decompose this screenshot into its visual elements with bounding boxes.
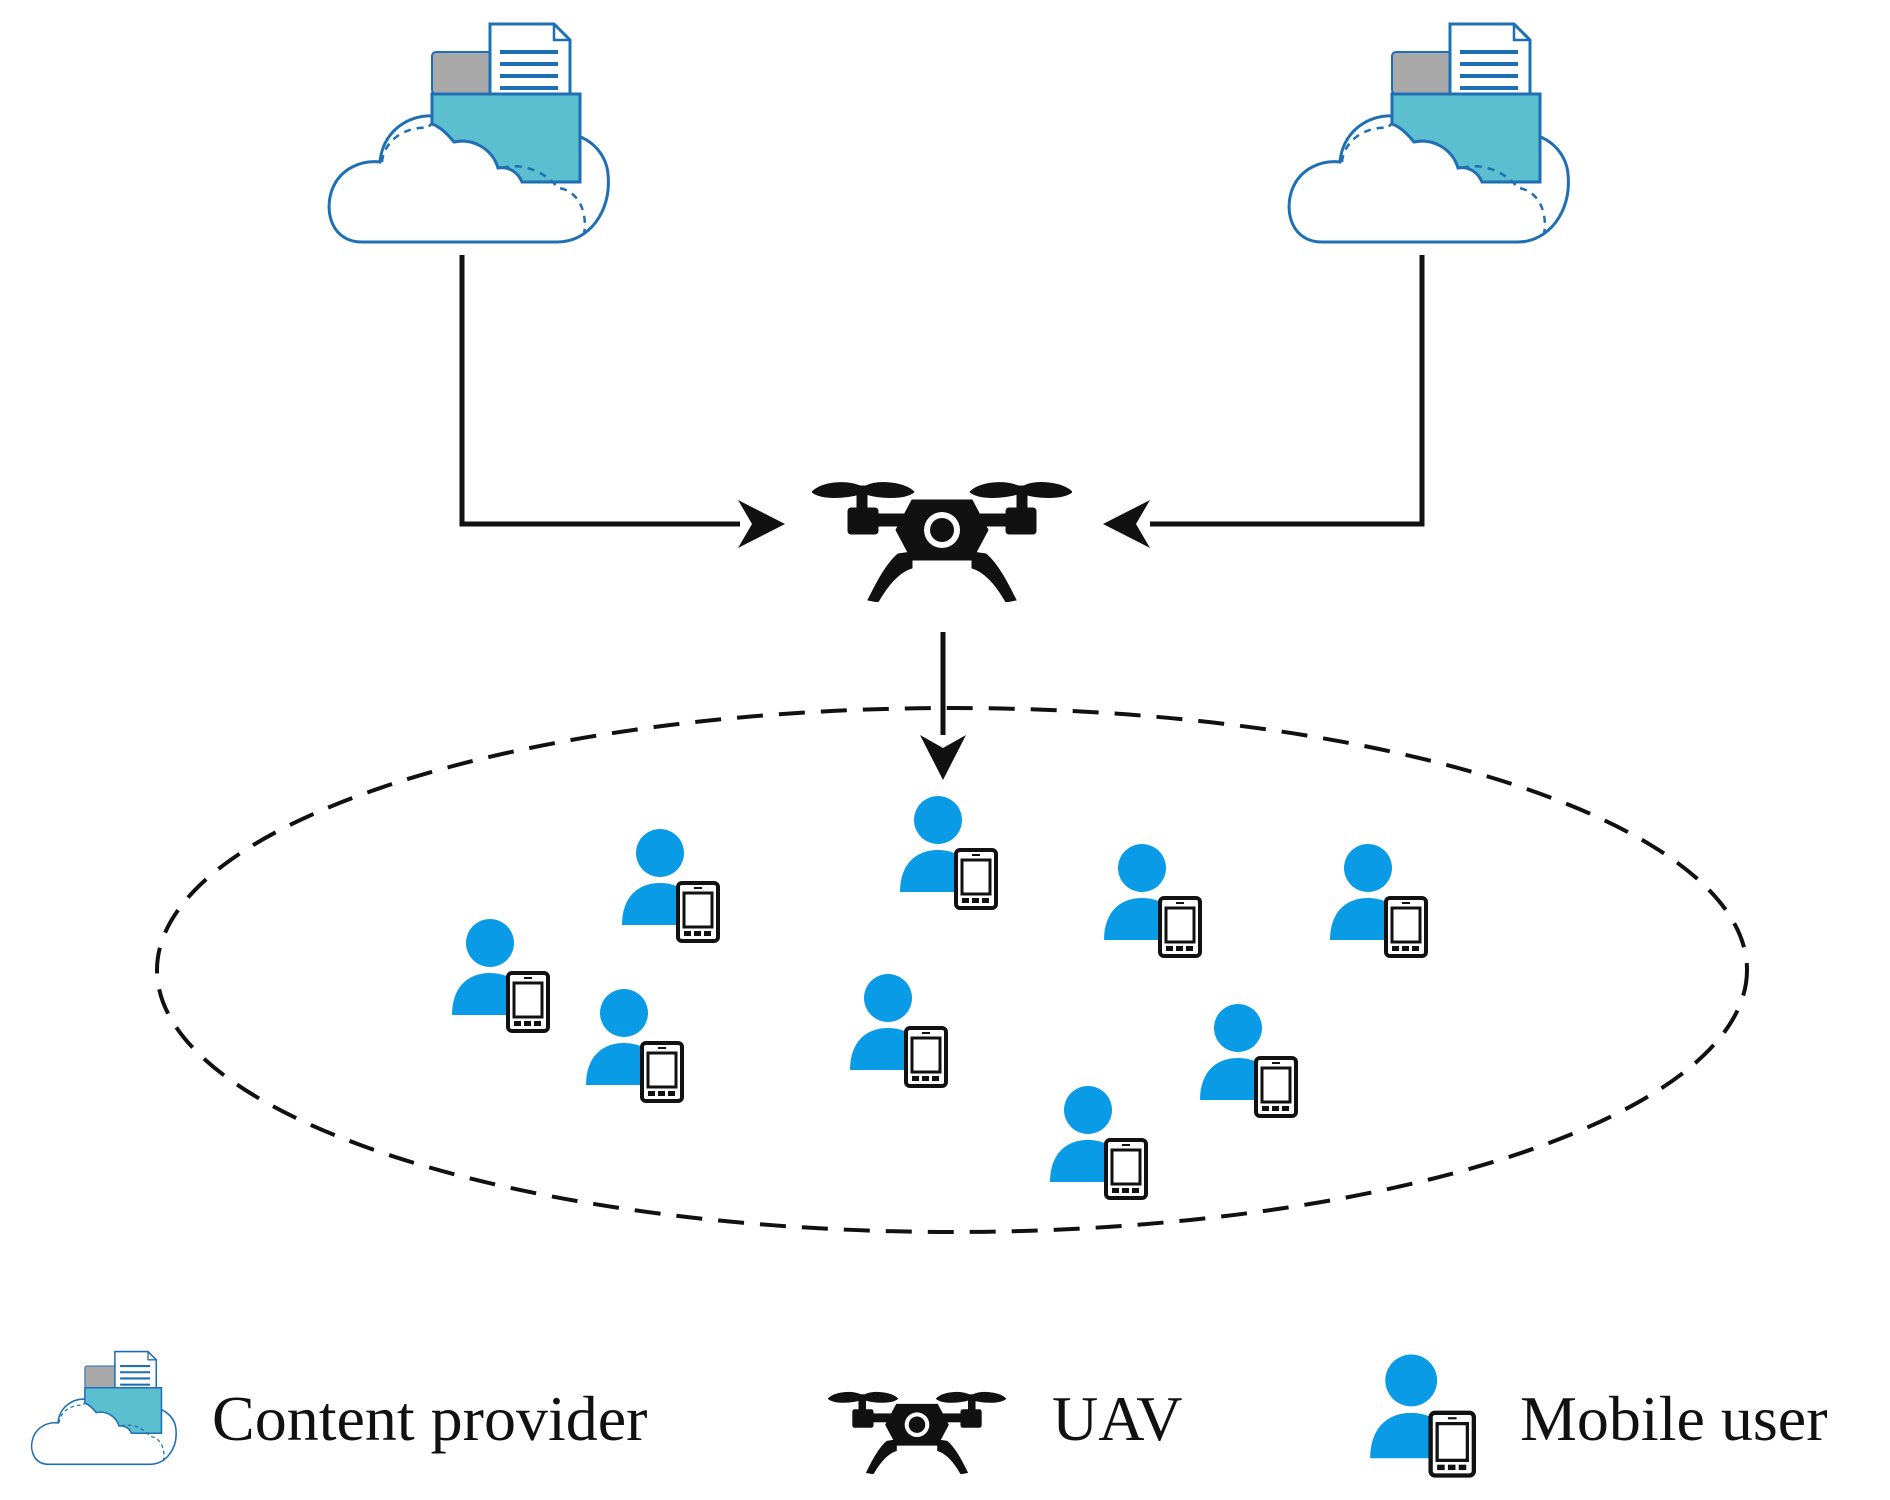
mobile-user: [898, 794, 998, 910]
legend-content-provider-icon: [30, 1350, 178, 1466]
legend-uav-icon: [828, 1391, 1006, 1474]
legend-content-provider-label: Content provider: [212, 1383, 647, 1454]
mobile-user: [1198, 1002, 1298, 1118]
legend-mobile-user-icon: [1370, 1355, 1474, 1476]
mobile-user: [848, 972, 948, 1088]
mobile-user: [450, 917, 550, 1033]
mobile-user: [1048, 1084, 1148, 1200]
content-provider-right: [1287, 22, 1571, 244]
mobile-user: [620, 827, 720, 943]
edge-provider-right-to-uav: [1103, 255, 1425, 548]
uav-drone: [812, 482, 1072, 602]
mobile-user: [1102, 842, 1202, 958]
legend: Content provider UAV Mobile user: [30, 1350, 1828, 1476]
edge-provider-left-to-uav: [459, 255, 785, 548]
mobile-user: [1328, 842, 1428, 958]
coverage-area-ellipse: [155, 706, 1749, 1234]
mobile-users: [450, 794, 1428, 1200]
legend-uav-label: UAV: [1052, 1383, 1182, 1454]
legend-mobile-user-label: Mobile user: [1520, 1383, 1828, 1454]
mobile-user: [584, 987, 684, 1103]
content-provider-left: [327, 22, 611, 244]
edge-uav-to-users: [920, 632, 966, 780]
